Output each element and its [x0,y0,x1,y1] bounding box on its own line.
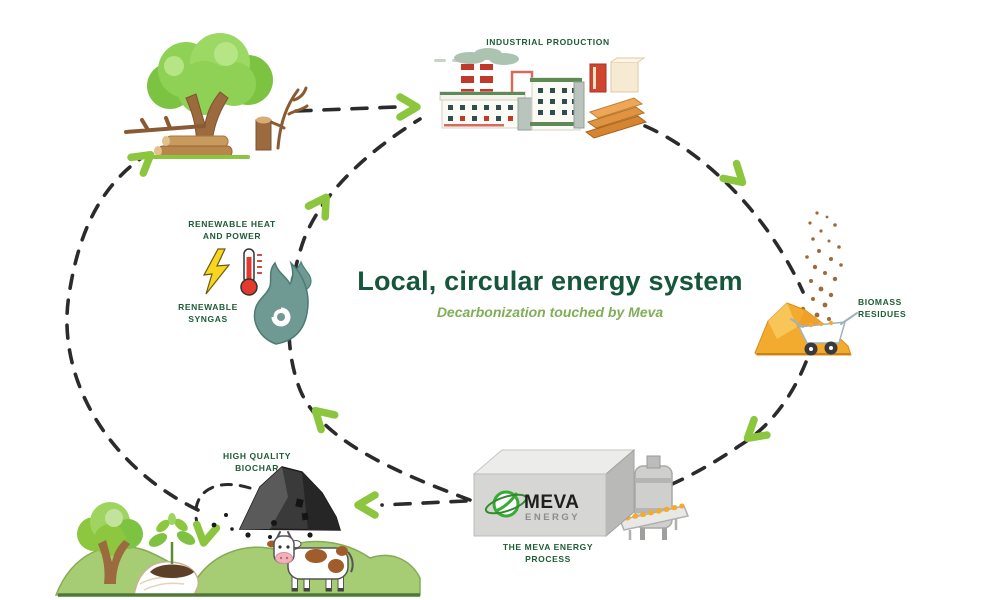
industrial-production-illustration [434,48,648,139]
syngas-flame-icon [253,260,309,345]
tree-canopy [147,33,273,115]
bare-branch [266,86,309,150]
renewable-heat-icons [202,248,262,296]
biochar-specks [211,513,313,539]
wood-planks [584,97,648,139]
arrowheads [127,93,771,547]
paper-products [589,57,646,93]
gasifier-cylinder [634,455,673,540]
diagram-subtitle: Decarbonization touched by Meva [436,304,664,320]
label-meva-process: THE MEVA ENERGY PROCESS [502,542,594,565]
cow [267,531,354,592]
arrow-forest-to-industry [294,105,398,113]
arrow-meva-to-biochar [380,499,468,507]
output-conveyor [618,503,690,540]
lightning-bolt-icon [202,248,231,295]
falling-particles [800,211,843,321]
forest-illustration [124,33,309,159]
arc-biochar-to-forest [65,157,200,512]
label-renewable-syngas: RENEWABLE SYNGAS [178,302,238,325]
biochar-pile [238,466,342,531]
arc-industry-to-biomass [643,124,805,294]
tree-stump [255,116,272,151]
syngas-flame-group [253,260,312,345]
arrowhead-to-forest-icon [127,151,155,177]
fallen-branch [124,116,206,134]
meva-logo-wordmark: MEVA [524,492,579,513]
diagram-title: Local, circular energy system [357,266,743,296]
wheelbarrow [790,312,858,356]
meva-logo-subword: ENERGY [525,512,580,523]
arrowhead-to-meva-icon [743,415,771,443]
label-biomass-residues: BIOMASS RESIDUES [858,297,907,320]
biomass-residues-illustration [754,211,858,356]
field-tree [77,502,143,584]
hand-with-seedling [133,513,199,596]
flow-arcs [65,105,808,525]
label-biochar: HIGH QUALITY BIOCHAR [222,451,292,474]
arrowhead-to-industry-icon [396,93,421,121]
label-renewable-heat: RENEWABLE HEAT AND POWER [188,219,276,242]
main-factory-building [439,91,526,129]
label-industrial-production: INDUSTRIAL PRODUCTION [486,37,610,47]
biochar-illustration [211,466,342,539]
arrowhead-to-biochar-icon [354,491,379,519]
farm-scene-illustration [54,502,421,597]
arc-inner-syngas-loop [287,117,472,502]
arc-biochar-to-soil [194,483,252,525]
arrowhead-to-soil-icon [193,520,221,547]
meva-logo: MEVA ENERGY [484,490,580,523]
meva-process-illustration: MEVA ENERGY [472,448,690,540]
arrowhead-inner-up-left-icon [311,406,339,434]
secondary-building [510,70,585,131]
arrowhead-inner-up-right-icon [304,193,330,221]
smoke [434,48,519,65]
arrowhead-to-biomass-icon [719,159,747,187]
thermometer-icon [240,248,262,296]
process-box: MEVA ENERGY [472,448,636,538]
logs [154,135,233,158]
